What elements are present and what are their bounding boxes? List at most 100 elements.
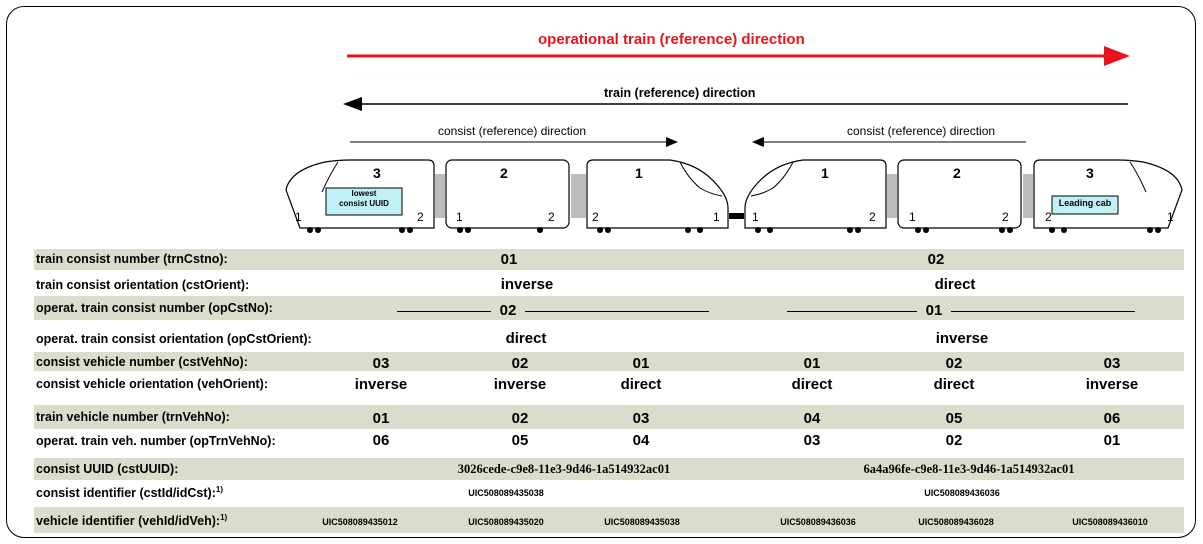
value-cstOrient-1: inverse xyxy=(500,276,554,293)
value-trnVehNo-4: 04 xyxy=(803,410,821,427)
vehicle-number-1: 3 xyxy=(373,165,381,181)
vehicle-1 xyxy=(285,159,435,233)
vehicle-1-end-right: 2 xyxy=(417,210,424,224)
train-direction-arrowhead xyxy=(343,97,362,111)
operational-direction-arrowhead xyxy=(1104,46,1130,66)
value-trnVehNo-5: 05 xyxy=(945,410,963,427)
value-cstId-2: UIC508089436036 xyxy=(924,488,1000,498)
train-direction-label: train (reference) direction xyxy=(604,86,756,100)
value-opCstOrient-2: inverse xyxy=(935,330,989,347)
value-cstUUID-1: 3026cede-c9e8-11e3-9d46-1a514932ac01 xyxy=(457,462,671,476)
value-cstVehNo-3: 01 xyxy=(632,355,650,372)
train-illustration xyxy=(285,159,1183,233)
vehicle-4-end-right: 2 xyxy=(869,210,876,224)
value-cstVehNo-6: 03 xyxy=(1103,355,1121,372)
label-trnVehNo: train vehicle number (trnVehNo): xyxy=(36,410,230,424)
value-trnVehNo-1: 01 xyxy=(372,410,390,427)
value-trnVehNo-2: 02 xyxy=(511,410,529,427)
value-cstOrient-2: direct xyxy=(934,276,976,293)
band-opCstNo xyxy=(34,296,1184,320)
vehicle-3-end-right: 1 xyxy=(713,210,720,224)
value-opTrnVehNo-5: 02 xyxy=(945,432,963,449)
value-cstVehNo-1: 03 xyxy=(372,355,390,372)
value-opTrnVehNo-1: 06 xyxy=(372,432,390,449)
band-cstVehNo xyxy=(34,352,1184,371)
vehicle-5-end-right: 2 xyxy=(1002,210,1009,224)
band-cstUUID xyxy=(34,458,1184,480)
vehicle-4-end-left: 1 xyxy=(752,210,759,224)
consist-coupling xyxy=(729,213,744,219)
value-vehId-6: UIC508089436010 xyxy=(1072,517,1148,527)
vehicle-number-3: 1 xyxy=(635,165,643,181)
value-vehOrient-4: direct xyxy=(791,376,833,393)
value-trnCstno-1: 01 xyxy=(500,251,518,268)
coupler-4 xyxy=(1023,174,1033,218)
value-opTrnVehNo-2: 05 xyxy=(511,432,529,449)
value-vehId-5: UIC508089436028 xyxy=(918,517,994,527)
value-cstVehNo-5: 02 xyxy=(945,355,963,372)
value-vehId-1: UIC508089435012 xyxy=(322,517,398,527)
vehicle-3-end-left: 2 xyxy=(592,210,599,224)
value-vehOrient-5: direct xyxy=(933,376,975,393)
band-trnVehNo xyxy=(34,405,1184,429)
diagram-frame xyxy=(6,6,1196,538)
operational-direction-label: operational train (reference) direction xyxy=(538,31,805,48)
label-vehOrient: consist vehicle orientation (vehOrient): xyxy=(36,377,268,391)
label-cstId: consist identifier (cstId/idCst):1) xyxy=(36,485,223,500)
consist-direction-arrowhead-left xyxy=(666,137,678,147)
coupler-2 xyxy=(571,174,586,218)
label-opTrnVehNo: operat. train veh. number (opTrnVehNo): xyxy=(36,434,276,448)
value-opTrnVehNo-6: 01 xyxy=(1103,432,1121,449)
vehicle-6-end-right: 1 xyxy=(1167,210,1174,224)
label-trnCstno: train consist number (trnCstno): xyxy=(36,252,228,266)
vehicle-5-end-left: 1 xyxy=(909,210,916,224)
value-vehOrient-2: inverse xyxy=(493,376,547,393)
vehicle-number-5: 2 xyxy=(953,165,961,181)
opCstNo-line-1b xyxy=(525,311,709,312)
lowest-uuid-badge-text: lowest consist UUID xyxy=(326,189,402,209)
label-cstId-footnote: 1) xyxy=(215,485,224,494)
opCstNo-line-2a xyxy=(787,311,917,312)
opCstNo-line-1a xyxy=(397,311,491,312)
value-vehOrient-6: inverse xyxy=(1085,376,1139,393)
coupler-3 xyxy=(887,174,897,218)
value-trnVehNo-6: 06 xyxy=(1103,410,1121,427)
value-trnVehNo-3: 03 xyxy=(632,410,650,427)
vehicle-4 xyxy=(744,159,887,233)
leading-cab-badge-text: Leading cab xyxy=(1058,198,1112,208)
value-cstVehNo-2: 02 xyxy=(511,355,529,372)
value-vehOrient-3: direct xyxy=(620,376,662,393)
value-cstUUID-2: 6a4a96fe-c9e8-11e3-9d46-1a514932ac01 xyxy=(863,462,1075,476)
leading-cab-badge xyxy=(1051,195,1119,215)
direction-arrows xyxy=(343,46,1130,147)
label-cstVehNo: consist vehicle number (cstVehNo): xyxy=(36,355,248,369)
band-trnCstno xyxy=(34,249,1184,270)
vehicle-number-2: 2 xyxy=(500,165,508,181)
label-vehId-text: vehicle identifier (vehId/idVeh): xyxy=(36,514,221,529)
consist-direction-label-right: consist (reference) direction xyxy=(847,124,996,138)
vehicle-2-end-right: 2 xyxy=(548,210,555,224)
value-opCstNo-2: 01 xyxy=(925,302,943,319)
vehicle-6 xyxy=(1033,159,1183,233)
lowest-uuid-line1: lowest xyxy=(351,189,377,198)
opCstNo-line-2b xyxy=(951,311,1135,312)
value-cstId-1: UIC508089435038 xyxy=(468,488,544,498)
label-vehId: vehicle identifier (vehId/idVeh):1) xyxy=(36,513,227,528)
consist-direction-arrowhead-right xyxy=(752,137,764,147)
vehicle-2 xyxy=(445,159,570,233)
label-cstId-text: consist identifier (cstId/idCst): xyxy=(36,486,216,501)
label-opCstOrient: operat. train consist orientation (opCst… xyxy=(36,332,312,346)
lowest-uuid-line2: consist UUID xyxy=(339,199,389,208)
band-vehId xyxy=(34,507,1184,533)
vehicle-number-6: 3 xyxy=(1086,165,1094,181)
value-opCstOrient-1: direct xyxy=(505,330,547,347)
value-vehId-4: UIC508089436036 xyxy=(780,517,856,527)
label-vehId-footnote: 1) xyxy=(220,513,228,522)
vehicle-2-end-left: 1 xyxy=(456,210,463,224)
value-vehId-2: UIC508089435020 xyxy=(468,517,544,527)
value-cstVehNo-4: 01 xyxy=(803,355,821,372)
lowest-uuid-badge xyxy=(325,187,403,216)
value-opTrnVehNo-4: 03 xyxy=(803,432,821,449)
vehicle-1-end-left: 1 xyxy=(295,210,302,224)
value-opCstNo-1: 02 xyxy=(499,302,517,319)
